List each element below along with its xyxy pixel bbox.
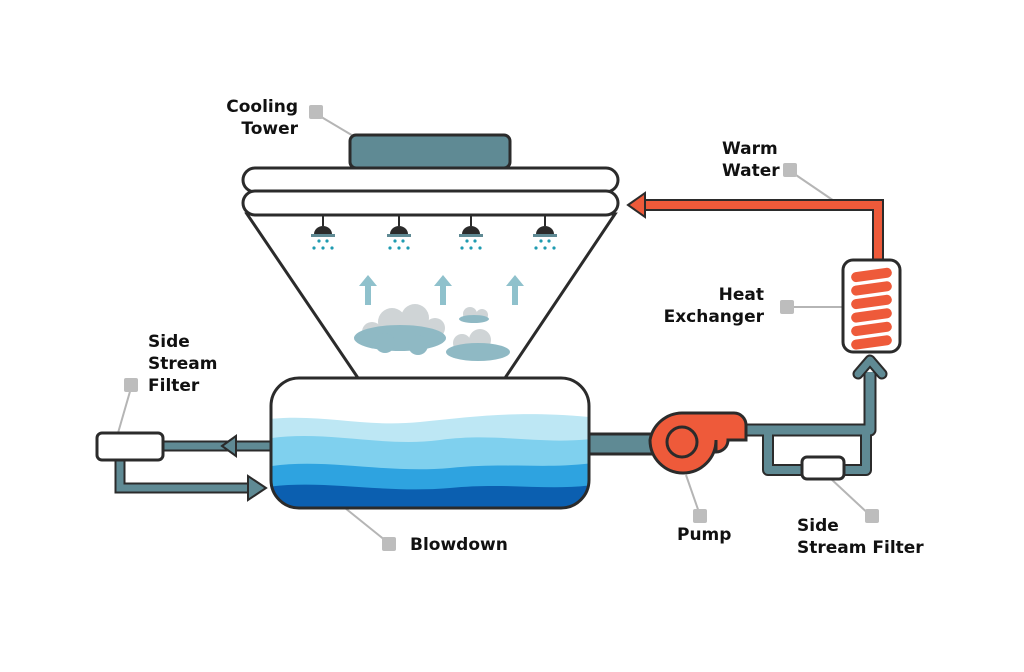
coil-segment: [851, 308, 892, 323]
fan-housing: [348, 133, 512, 170]
left-side-stream-pipes: [95, 431, 272, 502]
label-line: Water: [722, 161, 780, 181]
sprinkler-icon: [533, 214, 557, 250]
label-line: Exchanger: [663, 307, 764, 327]
label-line: Filter: [148, 376, 200, 396]
coil-segment: [851, 281, 892, 296]
label-blowdown: Blowdown: [410, 535, 508, 555]
arrow-left-icon: [220, 434, 237, 458]
sprinkler-icon: [387, 214, 411, 250]
arrow-up-icon: [506, 275, 524, 305]
label-line: Warm: [722, 139, 778, 159]
label-side-stream-filter-left: Side Stream Filter: [148, 331, 217, 397]
coil-segment: [851, 321, 892, 337]
label-line: Tower: [241, 119, 298, 139]
sprinkler-icon: [459, 214, 483, 250]
sprinkler-icon: [311, 214, 335, 250]
side-stream-filter-right: [800, 455, 846, 481]
label-line: Side: [148, 332, 190, 352]
water-basin: [269, 376, 591, 510]
label-pump: Pump: [677, 525, 732, 545]
arrow-left-icon: [626, 191, 646, 219]
label-line: Cooling: [226, 97, 298, 117]
arrow-up-icon: [359, 275, 377, 305]
steam-clouds: [354, 304, 510, 361]
heat-exchanger: [841, 258, 902, 354]
label-heat-exchanger: Heat Exchanger: [630, 284, 764, 328]
coil-segment: [851, 294, 892, 310]
coil-segment: [851, 267, 892, 283]
coil-segment: [851, 335, 892, 350]
pump: [648, 411, 748, 475]
leader-markers: [124, 105, 879, 551]
label-line: Side: [797, 516, 839, 536]
label-warm-water: Warm Water: [722, 138, 780, 182]
label-line: Heat: [718, 285, 764, 305]
label-line: Stream Filter: [797, 538, 924, 558]
side-stream-filter-left: [95, 431, 165, 462]
label-line: Stream: [148, 354, 218, 374]
return-pipes: [740, 354, 888, 481]
label-cooling-tower: Cooling Tower: [200, 96, 298, 140]
warm-water-pipe: [626, 191, 884, 262]
arrow-up-icon: [434, 275, 452, 305]
label-side-stream-filter-right: Side Stream Filter: [797, 515, 924, 559]
pump-inlet-pipe: [584, 432, 658, 456]
cooling-tower: [241, 133, 620, 380]
arrow-right-icon: [247, 474, 268, 502]
